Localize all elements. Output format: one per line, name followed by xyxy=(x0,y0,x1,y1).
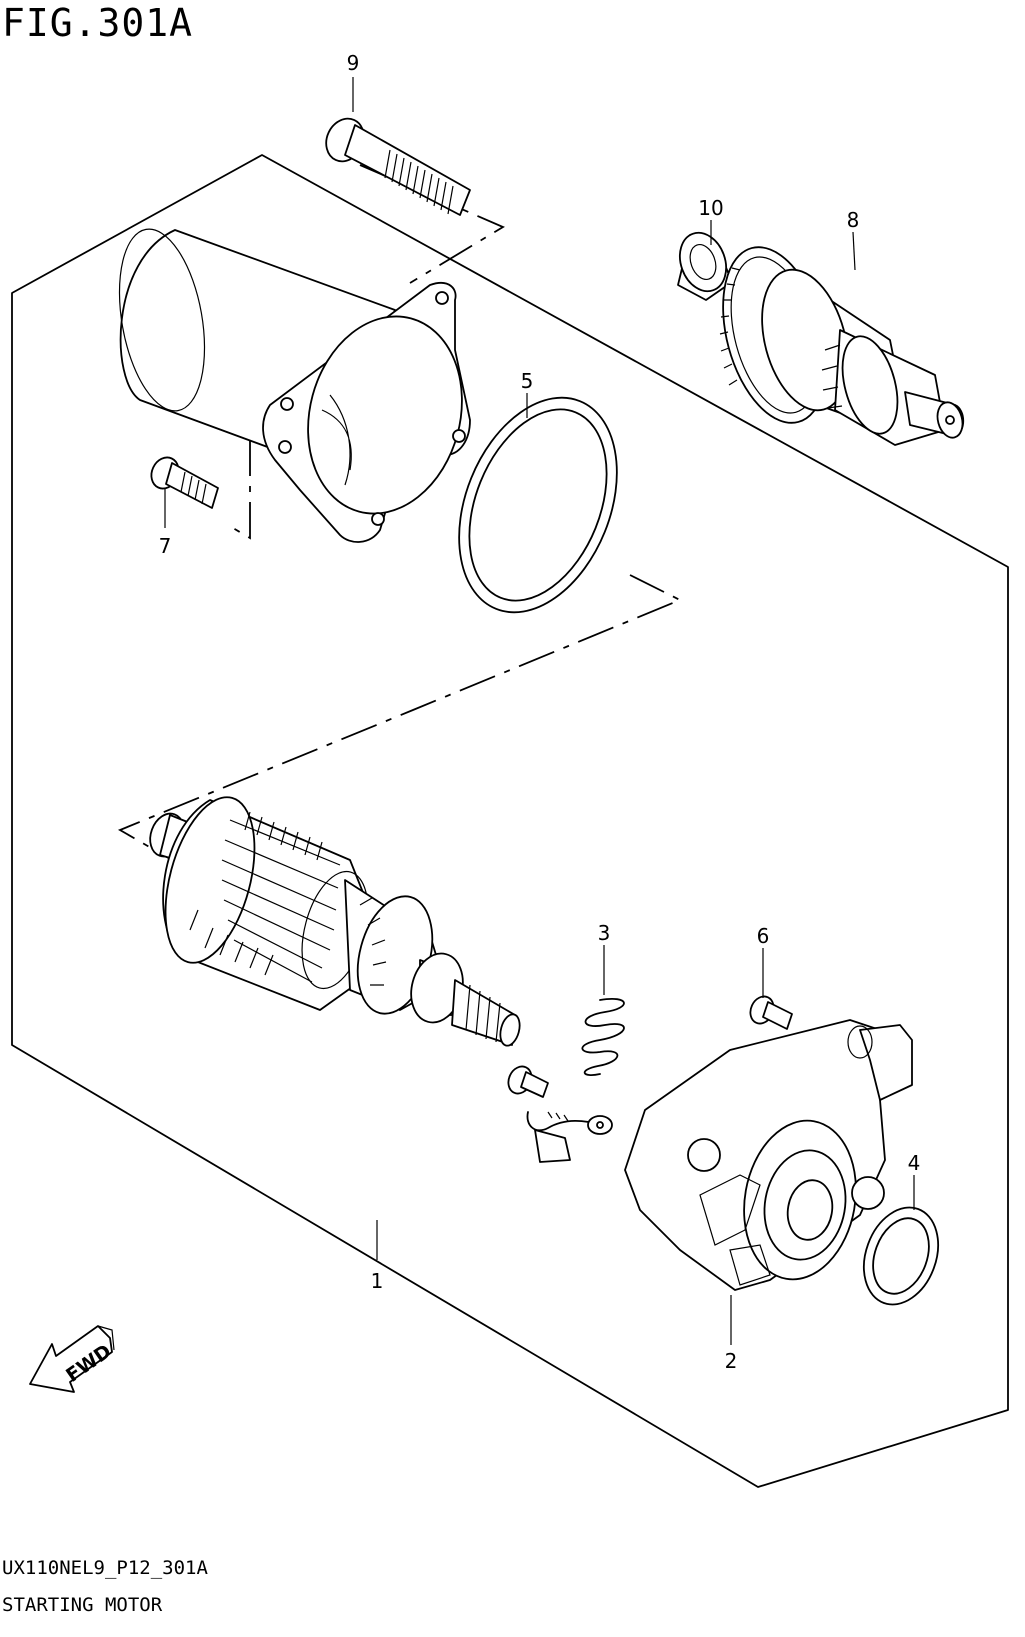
figure-code: UX110NEL9_P12_301A xyxy=(2,1557,208,1579)
callout-5: 5 xyxy=(521,369,534,393)
bolt-part[interactable] xyxy=(319,112,471,216)
screw-part[interactable] xyxy=(146,453,219,509)
brush-screw-part[interactable] xyxy=(504,1063,549,1098)
cover-bolt-part[interactable] xyxy=(746,993,793,1030)
end-cover-part[interactable] xyxy=(624,1019,913,1291)
callout-10: 10 xyxy=(698,196,723,220)
o-ring-part[interactable] xyxy=(429,374,646,636)
bushing-part[interactable] xyxy=(672,226,734,301)
washer-part[interactable] xyxy=(851,1197,951,1315)
callout-3: 3 xyxy=(598,921,611,945)
callout-7: 7 xyxy=(159,534,172,558)
alignment-line-screw xyxy=(232,438,251,540)
callout-2: 2 xyxy=(725,1349,738,1373)
leader-8 xyxy=(852,231,856,271)
figure-title: FIG.301A xyxy=(2,1,194,45)
callout-9: 9 xyxy=(347,51,360,75)
fwd-arrow-icon: FWD xyxy=(29,1325,115,1393)
figure-name: STARTING MOTOR xyxy=(2,1594,163,1616)
motor-yoke[interactable] xyxy=(107,222,484,543)
armature-part[interactable] xyxy=(144,788,522,1048)
starter-clutch-part[interactable] xyxy=(705,236,966,446)
spring-part[interactable] xyxy=(581,998,625,1076)
alignment-line-main xyxy=(117,574,683,861)
assembly-outline xyxy=(11,154,1009,1488)
callout-6: 6 xyxy=(757,924,770,948)
callout-8: 8 xyxy=(847,208,860,232)
brush-part[interactable] xyxy=(526,1111,613,1163)
callout-4: 4 xyxy=(908,1151,921,1175)
callout-1: 1 xyxy=(371,1269,384,1293)
